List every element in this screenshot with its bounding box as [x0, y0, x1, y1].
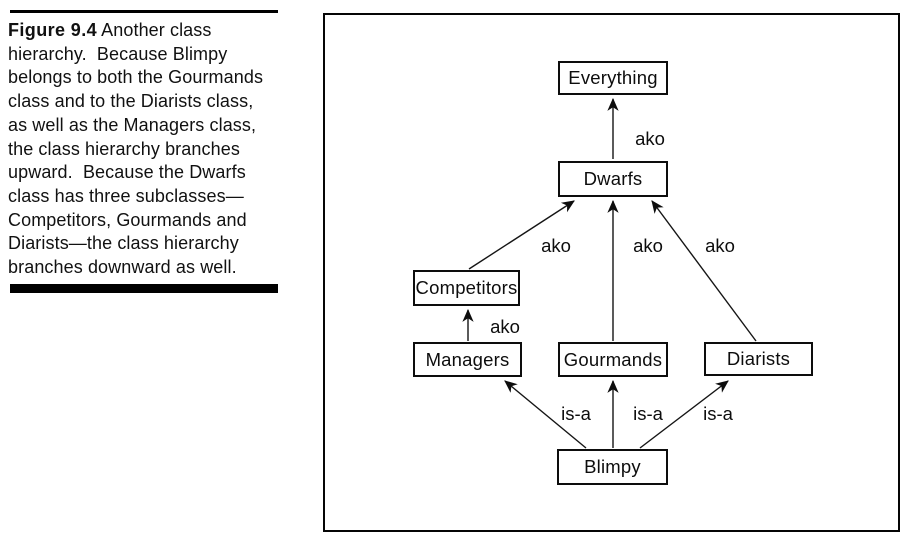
caption-line: as well as the Managers class, — [8, 114, 257, 135]
edge-label-ako-managers-competitors: ako — [488, 316, 522, 338]
caption-line: class and to the Diarists class, — [8, 91, 254, 112]
node-diarists: Diarists — [704, 342, 813, 376]
edge-label-isa-blimpy-managers: is-a — [559, 403, 593, 425]
caption-text: Figure 9.4 Another class hierarchy. Beca… — [8, 13, 294, 280]
caption-line: upward. Because the Dwarfs — [8, 162, 246, 183]
caption-line: Competitors, Gourmands and — [8, 209, 247, 230]
edge-label-ako-competitors-dwarfs: ako — [539, 235, 573, 257]
caption-line: belongs to both the Gourmands — [8, 67, 264, 88]
node-blimpy: Blimpy — [557, 449, 668, 485]
node-dwarfs: Dwarfs — [558, 161, 668, 197]
node-competitors: Competitors — [413, 270, 520, 306]
edge-label-ako-dwarfs-everything: ako — [633, 128, 667, 150]
node-everything: Everything — [558, 61, 668, 95]
edge-label-isa-blimpy-gourmands: is-a — [631, 403, 665, 425]
caption-line: the class hierarchy branches — [8, 138, 240, 159]
edge-label-ako-gourmands-dwarfs: ako — [631, 235, 665, 257]
caption-line: class has three subclasses— — [8, 185, 244, 206]
caption-first-line-text: Another class — [97, 20, 212, 40]
figure-number-label: Figure 9.4 — [8, 20, 98, 40]
caption-line: Diarists—the class hierarchy — [8, 233, 239, 254]
node-gourmands: Gourmands — [558, 342, 668, 377]
figure-caption: Figure 9.4 Another class hierarchy. Beca… — [8, 10, 294, 293]
caption-line: branches downward as well. — [8, 257, 237, 278]
edge-label-ako-diarists-dwarfs: ako — [703, 235, 737, 257]
edge-label-isa-blimpy-diarists: is-a — [701, 403, 735, 425]
caption-bottom-rule — [10, 283, 278, 293]
caption-top-rule — [10, 10, 278, 13]
caption-line: hierarchy. Because Blimpy — [8, 43, 228, 64]
caption-line: Figure 9.4 Another class — [8, 19, 294, 43]
node-managers: Managers — [413, 342, 522, 377]
